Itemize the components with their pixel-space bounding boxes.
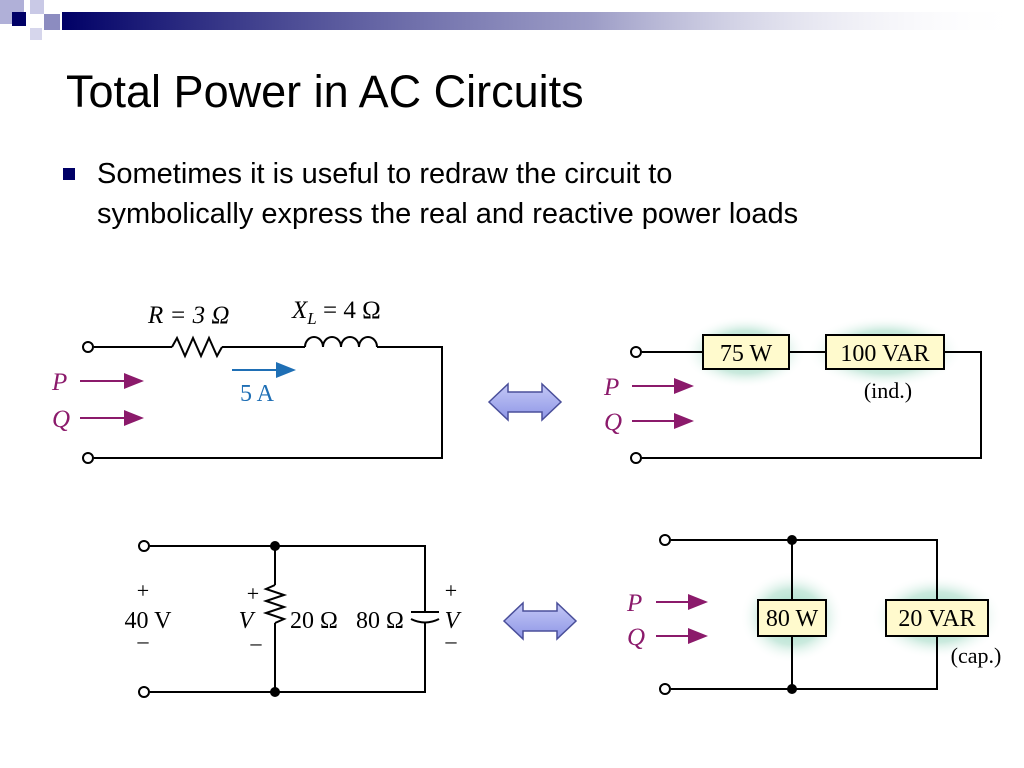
reactive-load-box — [825, 334, 945, 370]
parallel-original-circuit — [138, 540, 440, 698]
q-label: Q — [627, 624, 645, 651]
q-label: Q — [604, 409, 622, 436]
p-label: P — [603, 374, 619, 401]
v-label: V — [239, 608, 256, 634]
resistor-symbol — [171, 335, 223, 359]
real-load-label: 80 W — [766, 606, 819, 632]
resistor-symbol — [262, 584, 288, 624]
resistor-label: 20 Ω — [290, 608, 338, 634]
reactive-load-label: 20 VAR — [898, 606, 975, 632]
real-load-label: 75 W — [720, 341, 773, 367]
q-label: Q — [52, 406, 70, 433]
bullet-line-1: Sometimes it is useful to redraw the cir… — [97, 158, 673, 190]
inductor-label: XL = 4 Ω — [291, 297, 381, 328]
p-label: P — [51, 369, 67, 396]
cap-v-label: V — [445, 608, 462, 634]
source-minus: – — [137, 628, 150, 653]
series-original-circuit — [80, 335, 443, 464]
series-equivalent-circuit — [630, 346, 982, 464]
cap-minus: – — [445, 628, 458, 653]
parallel-equivalent-circuit — [656, 534, 938, 695]
reactive-load-label: 100 VAR — [840, 341, 929, 367]
reactive-note: (cap.) — [951, 643, 1002, 668]
reactive-note: (ind.) — [864, 378, 912, 403]
real-load-box — [702, 334, 790, 370]
junction-dot — [787, 535, 797, 545]
equivalence-arrow-icon — [502, 601, 578, 641]
v-plus: + — [247, 581, 259, 606]
header-decoration — [0, 0, 1024, 40]
p-label: P — [626, 590, 642, 617]
current-label: 5 A — [240, 381, 275, 407]
source-voltage: 40 V — [125, 608, 173, 634]
source-plus: + — [137, 578, 149, 603]
bullet-square-icon — [63, 168, 75, 180]
bullet-text: Sometimes it is useful to redraw the cir… — [97, 154, 977, 234]
real-load-box — [757, 599, 827, 637]
equivalence-arrow-icon — [487, 382, 563, 422]
junction-dot — [787, 684, 797, 694]
cap-plus: + — [445, 578, 457, 603]
v-minus: – — [250, 630, 263, 655]
page-title: Total Power in AC Circuits — [66, 66, 584, 117]
capacitor-label: 80 Ω — [356, 608, 404, 634]
junction-dot — [270, 541, 280, 551]
reactive-load-box — [885, 599, 989, 637]
junction-dot — [270, 687, 280, 697]
inductor-symbol — [304, 336, 378, 348]
bullet-line-2: symbolically express the real and reacti… — [97, 198, 799, 230]
capacitor-symbol — [410, 611, 440, 624]
resistor-label: R = 3 Ω — [147, 302, 229, 329]
